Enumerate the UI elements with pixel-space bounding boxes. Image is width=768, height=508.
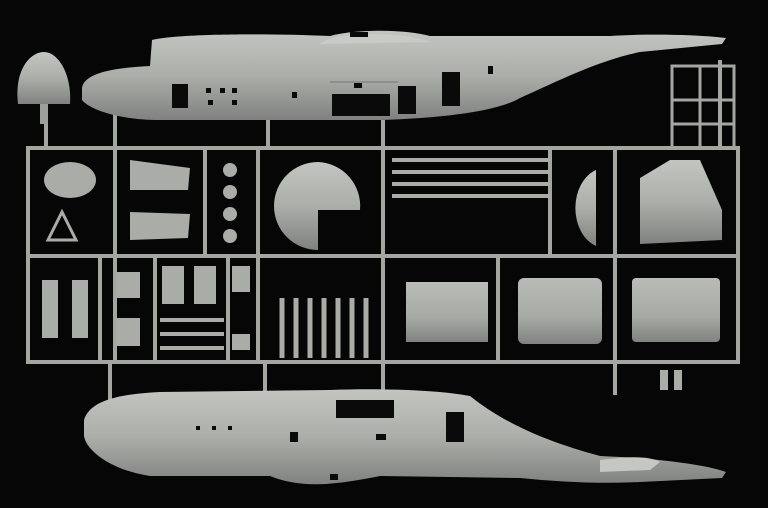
nose-cone-part [17, 52, 71, 124]
fuselage-half-top [82, 30, 726, 121]
small-parts-top-right [670, 64, 736, 150]
cell-parts-row-2 [42, 266, 720, 390]
fuselage-half-bottom [84, 389, 726, 485]
cell-parts-row-1 [44, 158, 722, 250]
sprue-runners [26, 60, 740, 400]
